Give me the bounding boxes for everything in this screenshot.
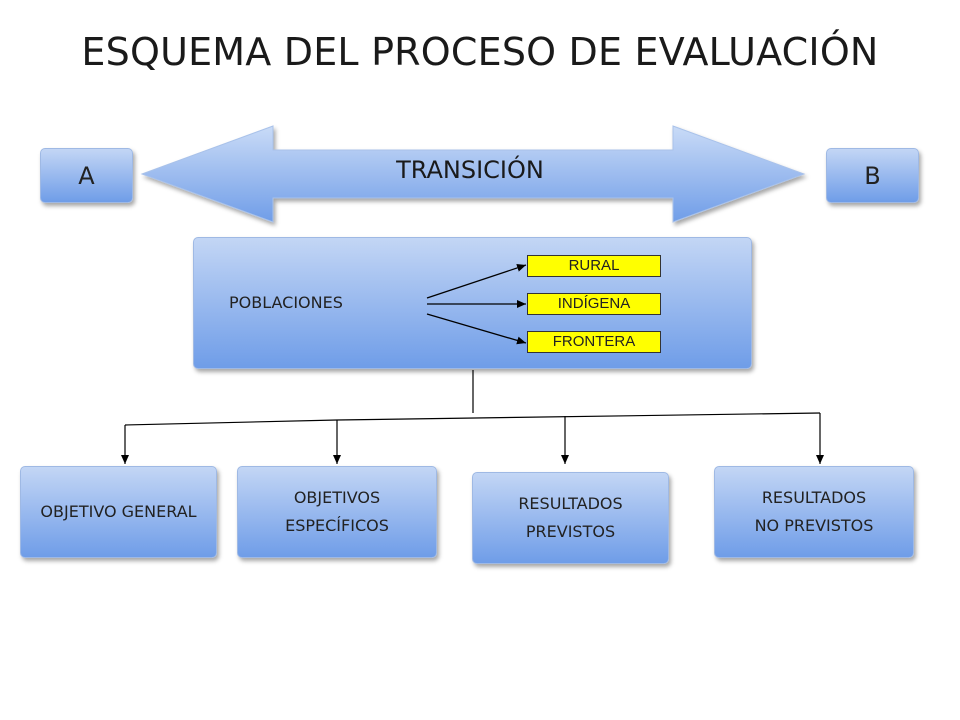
population-tag-rural: RURAL: [527, 255, 661, 277]
node-objetivos-especificos-line-2: ESPECÍFICOS: [285, 516, 389, 535]
node-resultados-previstos-line-1: RESULTADOS: [518, 494, 623, 513]
node-resultados-previstos: RESULTADOS PREVISTOS: [472, 472, 669, 564]
population-tag-indigena: INDÍGENA: [527, 293, 661, 315]
transition-arrow-shape: [140, 125, 806, 223]
state-b-label: B: [864, 161, 881, 190]
populations-label: POBLACIONES: [229, 293, 343, 312]
population-tag-frontera: FRONTERA: [527, 331, 661, 353]
node-resultados-previstos-line-2: PREVISTOS: [525, 522, 616, 541]
state-a-label: A: [78, 161, 95, 190]
node-objetivo-general: OBJETIVO GENERAL: [20, 466, 217, 558]
node-objetivos-especificos: OBJETIVOS ESPECÍFICOS: [237, 466, 437, 558]
diagram-title: ESQUEMA DEL PROCESO DE EVALUACIÓN: [81, 30, 879, 74]
node-objetivos-especificos-line-1: OBJETIVOS: [293, 488, 381, 507]
node-objetivo-general-line-1: OBJETIVO GENERAL: [40, 502, 197, 521]
node-resultados-no-previstos: RESULTADOS NO PREVISTOS: [714, 466, 914, 558]
transition-label: TRANSICIÓN: [396, 156, 544, 184]
node-resultados-no-previstos-line-2: NO PREVISTOS: [754, 516, 874, 535]
arrow-to-frontera: [426, 313, 527, 345]
arrow-to-rural: [426, 264, 527, 299]
state-b-box: B: [826, 148, 919, 203]
branch-line-left: [124, 419, 338, 426]
node-resultados-no-previstos-line-1: RESULTADOS: [761, 488, 867, 507]
branch-line-right: [336, 412, 821, 421]
state-a-box: A: [40, 148, 133, 203]
